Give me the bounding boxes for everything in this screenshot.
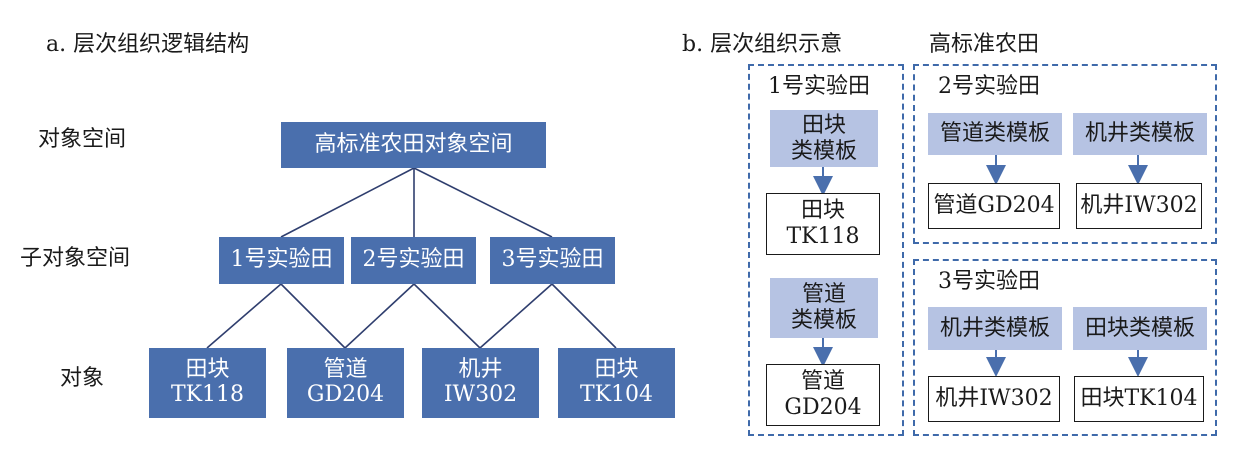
tree-edge-root-sub3 xyxy=(413,167,553,238)
tree-edge-sub1-obj2 xyxy=(280,283,346,349)
panel-b-title: b. 层次组织示意 xyxy=(682,32,843,57)
object-node-1: 田块 TK118 xyxy=(149,348,266,418)
field2-container xyxy=(913,64,1217,244)
field2-instance-2: 机井IW302 xyxy=(1076,183,1202,229)
level-label-object-space: 对象空间 xyxy=(38,127,127,152)
field3-template-2: 田块类模板 xyxy=(1073,307,1207,350)
tree-edge-root-sub1 xyxy=(280,167,415,238)
field1-label: 1号实验田 xyxy=(768,74,870,99)
field2-instance-1: 管道GD204 xyxy=(928,183,1060,229)
root-node: 高标准农田对象空间 xyxy=(281,122,546,168)
field1-template-2: 管道 类模板 xyxy=(770,278,878,338)
object-node-3: 机井 IW302 xyxy=(422,348,539,418)
level-label-subobject-space: 子对象空间 xyxy=(20,246,131,271)
field2-template-2: 机井类模板 xyxy=(1073,113,1207,155)
field1-template-1: 田块 类模板 xyxy=(770,110,878,167)
field1-container xyxy=(748,64,904,436)
field2-template-1: 管道类模板 xyxy=(928,113,1062,155)
group-label: 高标准农田 xyxy=(929,32,1040,57)
field3-template-1: 机井类模板 xyxy=(928,307,1062,350)
field1-instance-1: 田块 TK118 xyxy=(766,193,880,255)
object-node-2: 管道 GD204 xyxy=(287,348,404,418)
level-label-object: 对象 xyxy=(60,366,105,391)
panel-a-title: a. 层次组织逻辑结构 xyxy=(46,32,250,57)
subspace-node-3: 3号实验田 xyxy=(490,237,615,284)
subspace-node-2: 2号实验田 xyxy=(351,237,476,284)
subspace-node-1: 1号实验田 xyxy=(219,237,344,284)
tree-edge-sub1-obj1 xyxy=(206,283,282,349)
tree-edge-sub3-obj4 xyxy=(551,283,617,349)
field2-label: 2号实验田 xyxy=(938,74,1040,99)
field1-instance-2: 管道 GD204 xyxy=(766,364,880,426)
field3-container xyxy=(913,259,1217,436)
object-node-4: 田块 TK104 xyxy=(558,348,675,418)
tree-edge-sub2-obj3 xyxy=(413,283,481,349)
field3-instance-1: 机井IW302 xyxy=(928,376,1060,422)
field3-label: 3号实验田 xyxy=(938,269,1040,294)
tree-edge-sub3-obj3 xyxy=(479,283,553,349)
tree-edge-sub2-obj2 xyxy=(344,283,415,349)
field3-instance-2: 田块TK104 xyxy=(1074,376,1204,422)
